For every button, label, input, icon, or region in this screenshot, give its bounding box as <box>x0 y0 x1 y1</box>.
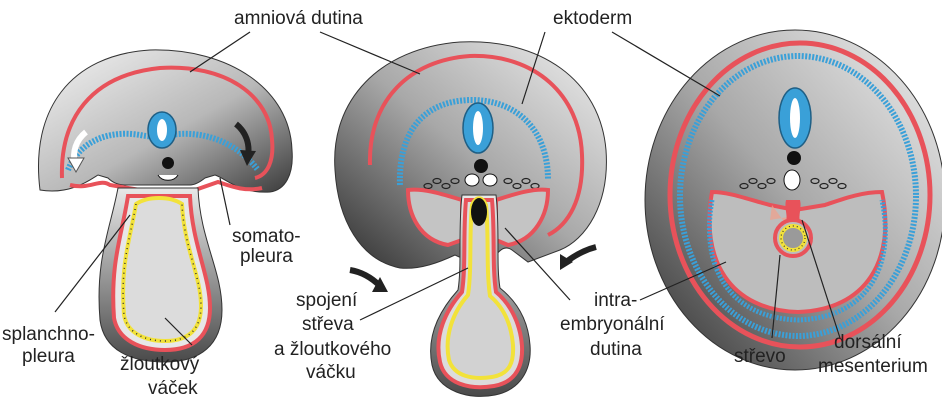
svg-text:ektoderm: ektoderm <box>553 8 632 29</box>
svg-text:a žloutkového: a žloutkového <box>274 339 391 360</box>
label-somatopleura: somato- pleura <box>232 226 301 267</box>
svg-text:váček: váček <box>148 378 198 399</box>
label-gut-yolk-junction: spojení střeva a žloutkového váčku <box>274 290 391 383</box>
svg-text:dorsální: dorsální <box>834 332 902 353</box>
folding-arrow-right-2 <box>566 247 596 262</box>
notochord-2 <box>474 159 488 173</box>
svg-text:splanchno-: splanchno- <box>2 324 95 345</box>
svg-text:amniová dutina: amniová dutina <box>234 8 363 29</box>
label-amnion-cavity: amniová dutina <box>234 8 363 29</box>
folding-arrow-left-2 <box>350 270 380 286</box>
svg-text:mesenterium: mesenterium <box>818 356 928 377</box>
svg-text:střeva: střeva <box>302 314 354 335</box>
svg-text:střevo: střevo <box>734 346 786 367</box>
svg-text:žloutkový: žloutkový <box>120 354 200 375</box>
embryo-stage-1 <box>38 50 292 362</box>
notochord-1 <box>162 157 174 169</box>
label-splanchnopleura: splanchno- pleura <box>2 324 95 367</box>
svg-text:váčku: váčku <box>306 362 356 383</box>
svg-text:intra-: intra- <box>594 290 637 311</box>
label-yolk-sac: žloutkový váček <box>120 354 200 399</box>
label-gut: střevo <box>734 346 786 367</box>
svg-text:dutina: dutina <box>590 339 642 360</box>
embryo-stage-3 <box>645 30 942 370</box>
label-ectoderm: ektoderm <box>553 8 632 29</box>
svg-text:spojení: spojení <box>296 290 358 311</box>
svg-text:pleura: pleura <box>240 246 293 267</box>
svg-text:somato-: somato- <box>232 226 301 247</box>
svg-text:pleura: pleura <box>22 346 75 367</box>
svg-text:embryonální: embryonální <box>560 314 665 335</box>
label-intraembryonic-cavity: intra- embryonální dutina <box>560 290 665 360</box>
notochord-3 <box>787 151 801 165</box>
